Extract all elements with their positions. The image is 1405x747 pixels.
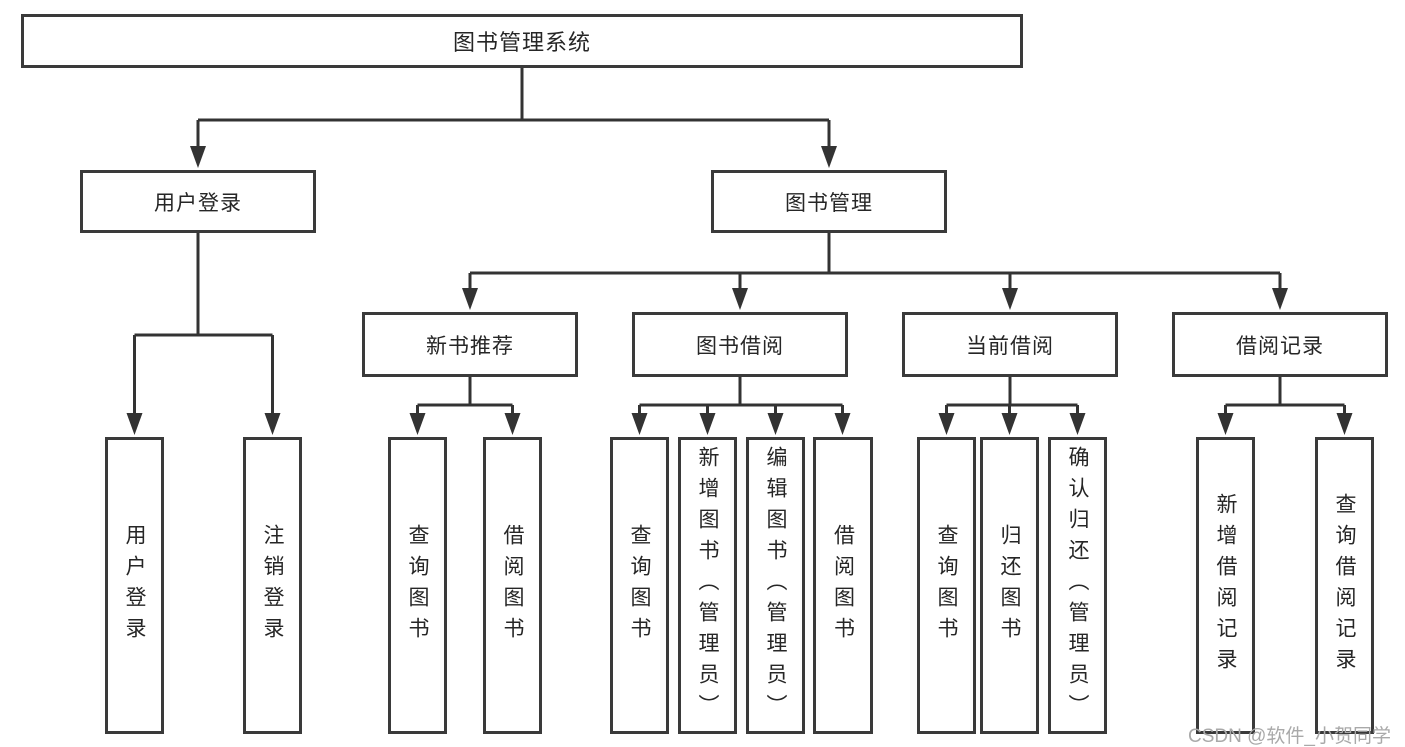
- arrowhead-icons: [126, 146, 1353, 435]
- node-new-book-recommend: 新书推荐: [362, 312, 578, 377]
- leaf-edit-books-admin-label: 编辑图书（管理员）: [764, 446, 787, 725]
- node-current-borrow: 当前借阅: [902, 312, 1118, 377]
- leaf-borrow-query-books-label: 查询图书: [628, 523, 651, 648]
- node-current-borrow-label: 当前借阅: [966, 334, 1054, 358]
- leaf-add-books-admin: 新增图书（管理员）: [678, 437, 737, 734]
- node-book-management-label: 图书管理: [785, 191, 873, 215]
- leaf-borrow-books: 借阅图书: [813, 437, 873, 734]
- leaf-newbook-borrow-books: 借阅图书: [483, 437, 542, 734]
- node-book-management: 图书管理: [711, 170, 947, 233]
- node-book-borrow-label: 图书借阅: [696, 334, 784, 358]
- node-user-login-label: 用户登录: [154, 191, 242, 215]
- leaf-add-borrow-record-label: 新增借阅记录: [1214, 492, 1237, 679]
- leaf-user-login-label: 用户登录: [123, 523, 146, 648]
- leaf-add-borrow-record: 新增借阅记录: [1196, 437, 1255, 734]
- leaf-newbook-query-books-label: 查询图书: [406, 523, 429, 648]
- leaf-borrow-books-label: 借阅图书: [831, 523, 855, 648]
- node-book-borrow: 图书借阅: [632, 312, 848, 377]
- watermark: CSDN @软件_小贺同学: [1188, 726, 1391, 747]
- leaf-borrow-query-books: 查询图书: [610, 437, 669, 734]
- leaf-logout-label: 注销登录: [261, 523, 284, 648]
- leaf-newbook-borrow-books-label: 借阅图书: [501, 523, 524, 648]
- leaf-newbook-query-books: 查询图书: [388, 437, 447, 734]
- node-root: 图书管理系统: [21, 14, 1023, 68]
- node-root-label: 图书管理系统: [452, 30, 591, 55]
- node-borrow-records: 借阅记录: [1172, 312, 1388, 377]
- leaf-logout: 注销登录: [243, 437, 302, 734]
- node-borrow-records-label: 借阅记录: [1236, 334, 1324, 358]
- leaf-edit-books-admin: 编辑图书（管理员）: [746, 437, 805, 734]
- leaf-return-books-label: 归还图书: [998, 523, 1021, 648]
- leaf-current-query-books: 查询图书: [917, 437, 976, 734]
- leaf-confirm-return-admin-label: 确认归还（管理员）: [1066, 446, 1089, 725]
- leaf-current-query-books-label: 查询图书: [935, 523, 958, 648]
- leaf-return-books: 归还图书: [980, 437, 1039, 734]
- leaf-query-borrow-record: 查询借阅记录: [1315, 437, 1374, 734]
- leaf-confirm-return-admin: 确认归还（管理员）: [1048, 437, 1107, 734]
- leaf-user-login: 用户登录: [105, 437, 164, 734]
- leaf-query-borrow-record-label: 查询借阅记录: [1333, 492, 1356, 679]
- node-user-login: 用户登录: [80, 170, 316, 233]
- node-new-book-recommend-label: 新书推荐: [426, 334, 514, 358]
- leaf-add-books-admin-label: 新增图书（管理员）: [696, 446, 719, 725]
